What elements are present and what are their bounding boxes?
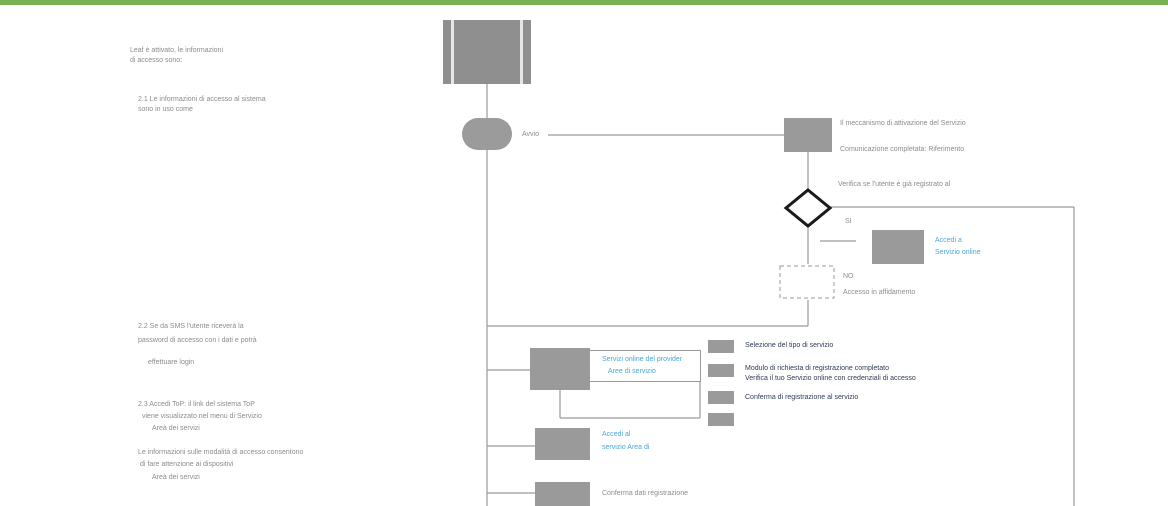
right-label-2: Comunicazione completata: Riferimento [840, 146, 965, 153]
step-3: Conferma di registrazione al servizio [745, 394, 859, 401]
left-p4-line3: Areà dei servizi [152, 474, 200, 481]
right-label-1: Il meccanismo di attivazione del Servizi… [840, 120, 966, 127]
left-p2-line1: 2.2 Se da SMS l'utente riceverà la [138, 323, 244, 330]
step-1: Selezione del tipo di servizio [745, 342, 834, 349]
step-icon-3 [708, 391, 734, 404]
decision-diamond [783, 188, 833, 228]
start-document-icon [443, 20, 531, 84]
link-b-line1[interactable]: Accedi al [602, 431, 631, 438]
step-icon-1 [708, 340, 734, 353]
subprocess-line1: Servizi online del provider [602, 356, 683, 363]
step-2b: Verifica il tuo Servizio online con cred… [745, 375, 916, 382]
activation-box [784, 118, 832, 152]
left-p2-line3: effettuare login [148, 359, 195, 366]
bottom-label: Conferma dati registrazione [602, 490, 688, 497]
yes-branch-box [872, 230, 924, 264]
service-area-box [535, 428, 590, 460]
top-accent-bar [0, 0, 1168, 5]
no-branch-dashed-box [779, 265, 835, 299]
link-a-line2[interactable]: Servizio online [935, 249, 981, 256]
no-label: NO [843, 273, 854, 280]
link-a-line1[interactable]: Accedi a [935, 237, 962, 244]
yes-label: SI [845, 218, 852, 225]
left-p3-line3: Areà dei servizi [152, 425, 200, 432]
left-p3-line2: viene visualizzato nel menu di Servizio [142, 413, 262, 420]
start-label: Avvio [522, 131, 539, 138]
confirm-box [535, 482, 590, 506]
no-description: Accesso in affidamento [843, 289, 916, 296]
subprocess-box [530, 348, 590, 390]
left-p4-line1: Le informazioni sulle modalità di access… [138, 449, 304, 456]
left-p3-line1: 2.3 Accedi ToP: il link del sistema ToP [138, 401, 255, 408]
left-p1-line1: 2.1 Le informazioni di accesso al sistem… [138, 96, 266, 103]
start-node-icon [462, 118, 512, 150]
left-p1-line2: sono in uso come [138, 106, 193, 113]
subprocess-line2: Aree di servizio [608, 368, 656, 375]
step-icon-4 [708, 413, 734, 426]
left-title: Leaf è attivato, le informazioni [130, 47, 223, 54]
step-icon-2 [708, 364, 734, 377]
left-subtitle: di accesso sono: [130, 57, 183, 64]
link-b-line2[interactable]: servizio Area di [602, 444, 650, 451]
left-p2-line2: password di accesso con i dati e potrà [138, 337, 257, 344]
left-p4-line2: di fare attenzione ai dispositivi [140, 461, 234, 468]
subprocess-label-frame [590, 350, 701, 382]
condition-label: Verifica se l'utente è già registrato al [838, 181, 951, 188]
step-2a: Modulo di richiesta di registrazione com… [745, 365, 889, 372]
